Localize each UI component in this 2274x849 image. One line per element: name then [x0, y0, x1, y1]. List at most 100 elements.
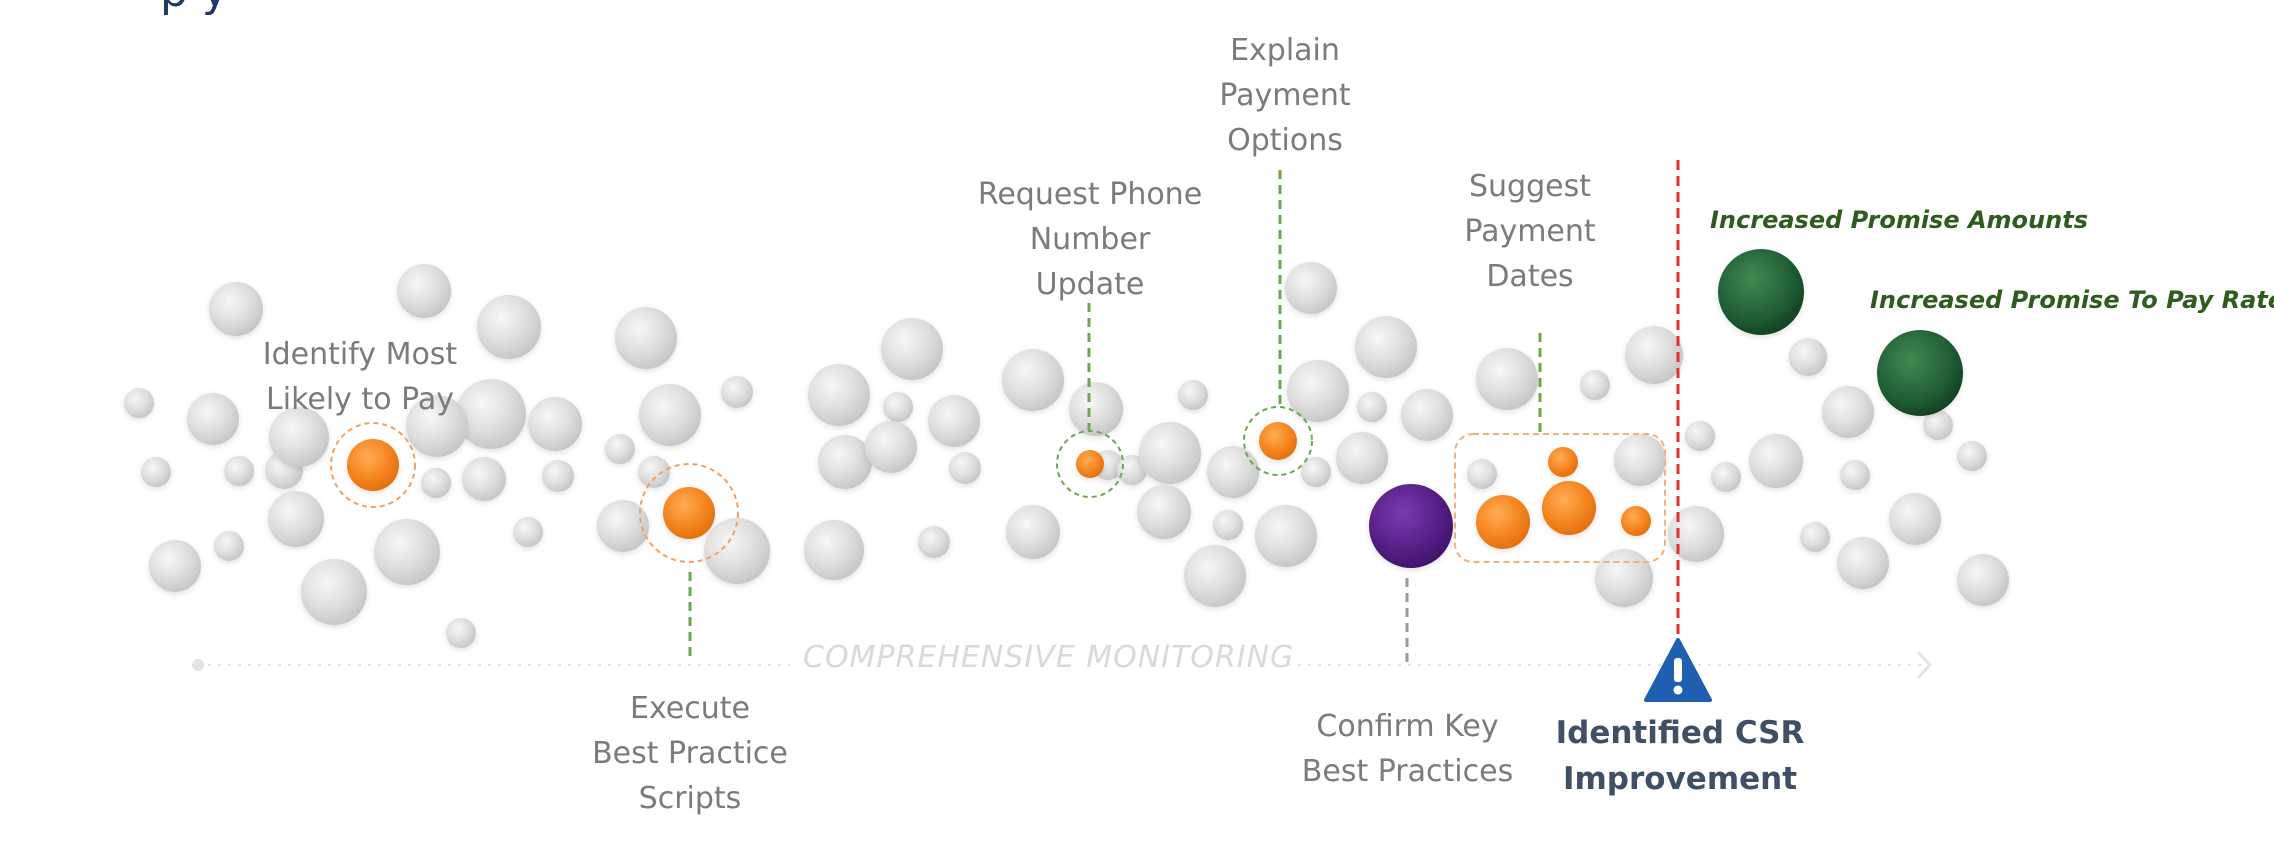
step-label-identify: Identify Most Likely to Pay — [262, 337, 458, 417]
step-label-suggest: Suggest Payment Dates — [1464, 169, 1596, 294]
bubble — [1957, 554, 2009, 606]
bubble — [1822, 386, 1874, 438]
outcome-label-promise-amounts: Increased Promise Amounts — [1710, 206, 2088, 234]
bubble — [881, 318, 943, 380]
bubble — [1357, 392, 1387, 422]
axis-label-backdrop — [790, 640, 1290, 684]
axis-arrowhead — [1916, 650, 1933, 680]
bubble — [1625, 326, 1683, 384]
warning-triangle-icon — [1644, 638, 1712, 702]
bubble — [615, 307, 677, 369]
bubble — [149, 540, 201, 592]
bubble — [1923, 410, 1953, 440]
page-title-fragment: p y — [160, 0, 228, 17]
bubble — [818, 435, 872, 489]
orange-bubble — [1076, 450, 1104, 478]
warning-dot — [1673, 685, 1683, 695]
bubble — [883, 392, 913, 422]
bubble — [918, 526, 950, 558]
bubble — [1580, 370, 1610, 400]
bubble — [865, 421, 917, 473]
orange-bubble — [1548, 447, 1578, 477]
orange-bubble — [347, 439, 399, 491]
orange-bubble — [663, 487, 715, 539]
bubble — [1889, 493, 1941, 545]
halo-execute — [639, 463, 739, 563]
bubble — [1178, 380, 1208, 410]
bubble — [804, 520, 864, 580]
bubble — [1711, 462, 1741, 492]
warning-bang — [1674, 658, 1682, 682]
bubble — [1285, 262, 1337, 314]
bubble — [1069, 382, 1123, 436]
bubble — [1184, 545, 1246, 607]
bubble — [1355, 316, 1417, 378]
bubble — [721, 376, 753, 408]
axis-label: COMPREHENSIVE MONITORING — [803, 640, 1295, 675]
bubble — [214, 531, 244, 561]
bubble — [224, 456, 254, 486]
bubble — [1840, 460, 1870, 490]
bubble — [462, 457, 506, 501]
bubble — [1957, 441, 1987, 471]
bubble — [949, 452, 981, 484]
step-label-execute: Execute Best Practice Scripts — [592, 691, 788, 816]
step-label-explain: Explain Payment Options — [1219, 33, 1351, 158]
bubble — [374, 519, 440, 585]
bubble — [1595, 549, 1653, 607]
bubble — [1476, 348, 1538, 410]
diagram-marks — [192, 160, 1963, 702]
green-bubble-promise-rates — [1877, 330, 1963, 416]
bubble — [301, 559, 367, 625]
green-bubble-promise-amounts — [1718, 249, 1804, 335]
csr-improvement-label: Identified CSR Improvement — [1555, 715, 1805, 797]
bubble — [124, 388, 154, 418]
bubble — [1685, 421, 1715, 451]
bubble — [513, 517, 543, 547]
bubble — [639, 384, 701, 446]
bubble — [1800, 522, 1830, 552]
bubble — [638, 456, 670, 488]
bubble — [187, 393, 239, 445]
outcome-label-promise-rates: Increased Promise To Pay Rates — [1870, 286, 2274, 314]
bubble — [1207, 446, 1259, 498]
bubble — [1002, 349, 1064, 411]
bubble — [1006, 505, 1060, 559]
bubble — [1213, 510, 1243, 540]
step-label-request: Request Phone Number Update — [977, 177, 1203, 302]
bubble — [528, 397, 582, 451]
bubble — [141, 457, 171, 487]
bubble — [605, 434, 635, 464]
bubble — [477, 295, 541, 359]
bubble — [1139, 422, 1201, 484]
purple-bubble — [1369, 484, 1453, 568]
bubble — [446, 618, 476, 648]
bubble — [597, 500, 649, 552]
bubble — [1749, 434, 1803, 488]
bubble — [1137, 485, 1191, 539]
orange-bubble — [1259, 422, 1297, 460]
bubble — [1117, 455, 1147, 485]
bubble — [808, 364, 870, 426]
background-bubbles — [124, 262, 2009, 648]
bubble — [1336, 432, 1388, 484]
bubble — [1255, 505, 1317, 567]
halo-explain — [1243, 406, 1313, 476]
bubble — [406, 395, 468, 457]
bubble — [1287, 360, 1349, 422]
bubble — [1837, 537, 1889, 589]
orange-bubble — [1621, 506, 1651, 536]
bubble — [1401, 389, 1453, 441]
bubble — [456, 379, 526, 449]
bubble — [1614, 434, 1666, 486]
bubble — [1301, 457, 1331, 487]
bubble — [209, 282, 263, 336]
bubble — [928, 395, 980, 447]
axis-start-dot — [192, 659, 204, 671]
bubble — [542, 460, 574, 492]
orange-bubble — [1542, 481, 1596, 535]
bubble — [704, 518, 770, 584]
bubble — [1789, 338, 1827, 376]
bubble — [269, 407, 329, 467]
bubble — [397, 264, 451, 318]
